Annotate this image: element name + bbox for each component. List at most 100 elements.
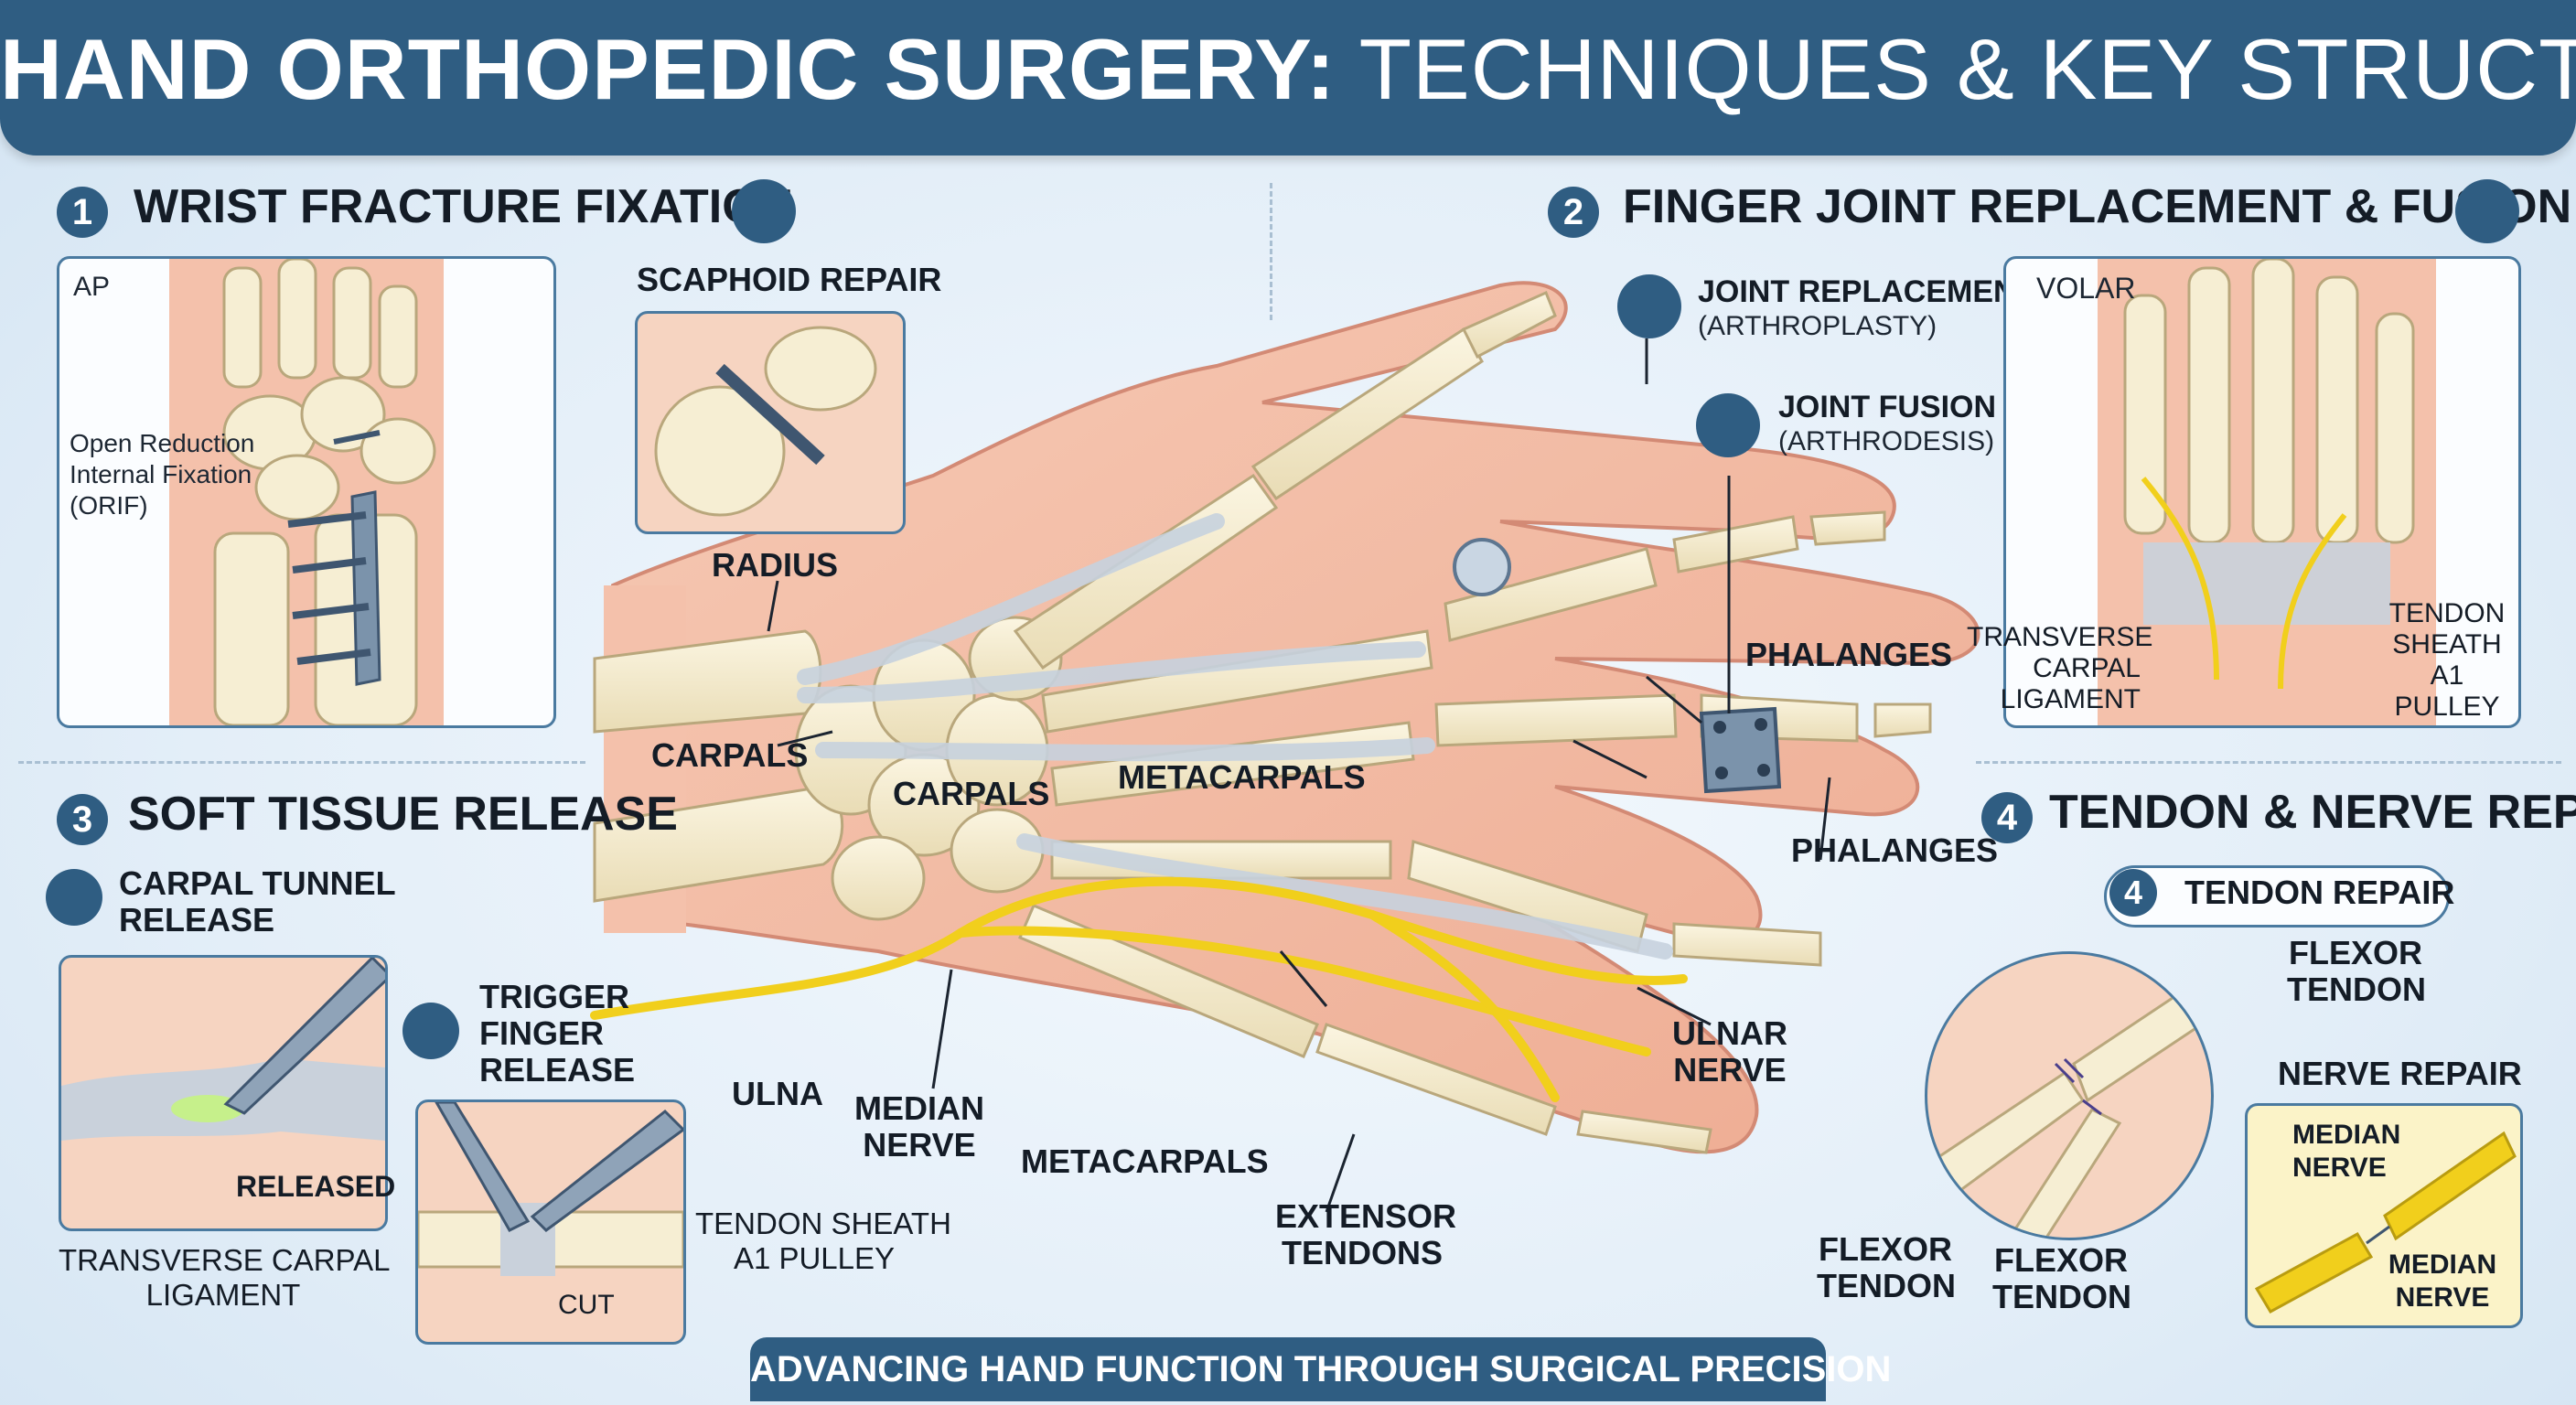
- scalpel-icon: [46, 869, 102, 926]
- arthroplasty-label: (ARTHROPLASTY): [1698, 311, 1937, 341]
- ctr-line-2: RELEASE: [119, 901, 275, 938]
- section-3-title: SOFT TISSUE RELEASE: [128, 788, 678, 841]
- volar-panel: [2003, 256, 2521, 728]
- carpal-tunnel-inset: [59, 955, 393, 1231]
- ap-view-label: AP: [73, 272, 111, 302]
- section-3-number: 3: [57, 794, 108, 845]
- ulnar-nerve-label-1: ULNAR: [1672, 1014, 1787, 1052]
- ulna-label: ULNA: [732, 1075, 823, 1112]
- volar-tcl-line-1: TRANSVERSE: [1967, 622, 2153, 652]
- scaphoid-inset: [635, 311, 906, 534]
- arthrodesis-label: (ARTHRODESIS): [1778, 426, 1995, 456]
- footer-banner: ADVANCING HAND FUNCTION THROUGH SURGICAL…: [750, 1337, 1891, 1401]
- joint-replacement-label: JOINT REPLACEMENT: [1698, 274, 2035, 309]
- scalpel-icon-2: [402, 1003, 459, 1059]
- fusion-screws: [1713, 718, 1770, 779]
- extensor-label-1: EXTENSOR: [1275, 1197, 1457, 1235]
- released-label: RELEASED: [236, 1170, 396, 1203]
- orif-line-2: Internal Fixation: [70, 460, 252, 488]
- trigger-line-3: RELEASE: [479, 1051, 636, 1089]
- phalanges-mid-label: PHALANGES: [1791, 831, 1999, 869]
- volar-sheath-line-1: TENDON: [2388, 598, 2506, 628]
- volar-sheath-line-3: A1: [2430, 660, 2464, 691]
- tcl-line-2: LIGAMENT: [145, 1278, 301, 1312]
- flexor-bl-line-2: TENDON: [1817, 1267, 1956, 1304]
- section-1-number: 1: [57, 187, 108, 238]
- nerve-repair-drawing: [2254, 1131, 2517, 1314]
- extensor-label-2: TENDONS: [1281, 1234, 1443, 1271]
- divider-top: [1270, 183, 1272, 320]
- phalanges-top-label: PHALANGES: [1745, 636, 1953, 673]
- trigger-sheath-line-1: TENDON SHEATH: [695, 1207, 951, 1240]
- nerves: [590, 876, 1688, 1102]
- title-bold: HAND ORTHOPEDIC SURGERY:: [0, 21, 1336, 117]
- section-1-title: WRIST FRACTURE FIXATION: [134, 180, 794, 233]
- divider-left: [18, 761, 585, 764]
- volar-tcl-line-2: CARPAL: [2033, 653, 2141, 683]
- tendon-repair-number: 4: [2109, 869, 2157, 917]
- volar-tcl-line-3: LIGAMENT: [2000, 684, 2141, 714]
- tcl-line-1: TRANSVERSE CARPAL: [59, 1243, 391, 1277]
- fusion-plate: [1699, 706, 1782, 794]
- trigger-finger-drawing: [416, 1100, 686, 1276]
- metacarpals-top-label: METACARPALS: [1118, 758, 1366, 796]
- joint-icon: [2455, 179, 2519, 243]
- page-title: HAND ORTHOPEDIC SURGERY: TECHNIQUES & KE…: [0, 20, 2576, 119]
- flexor-bm-line-2: TENDON: [1992, 1278, 2131, 1315]
- median-bot-line-1: MEDIAN: [2388, 1249, 2497, 1280]
- title-banner: [0, 0, 2576, 156]
- section-4-title: TENDON & NERVE REPAIR: [2049, 786, 2576, 839]
- orif-line-3: (ORIF): [70, 491, 148, 520]
- leader-lines: [767, 338, 1831, 1213]
- trigger-finger-inset: [415, 1099, 686, 1345]
- tendon-repair-drawing: [1927, 971, 2211, 1238]
- tendon-repair-pill-label: TENDON REPAIR: [2184, 874, 2455, 911]
- tendon-repair-circle: [1925, 951, 2214, 1240]
- nerve-repair-label: NERVE REPAIR: [2278, 1055, 2522, 1092]
- carpals-mid-label: CARPALS: [893, 775, 1050, 812]
- flexor-bl-line-1: FLEXOR: [1818, 1230, 1952, 1268]
- section-2-number: 2: [1548, 187, 1599, 238]
- ap-xray-panel: [57, 256, 556, 728]
- median-top-line-1: MEDIAN: [2292, 1120, 2401, 1150]
- trigger-sheath-line-2: A1 PULLEY: [733, 1241, 896, 1275]
- median-bot-line-2: NERVE: [2395, 1282, 2490, 1313]
- joint-replacement-icon: [1617, 274, 1681, 338]
- volar-sheath-line-4: PULLEY: [2394, 692, 2500, 722]
- title-light: TECHNIQUES & KEY STRUCTURES: [1358, 21, 2576, 117]
- phalanx-bones: [1250, 290, 1932, 1154]
- joint-fusion-icon: [1696, 393, 1760, 457]
- median-nerve-label-2: NERVE: [863, 1126, 976, 1164]
- carpal-tunnel-drawing: [61, 955, 393, 1141]
- volar-drawing: [2098, 257, 2436, 725]
- trigger-line-1: TRIGGER: [479, 978, 630, 1015]
- ulnar-nerve-label-2: NERVE: [1673, 1051, 1787, 1089]
- arthroplasty-implant: [1453, 538, 1511, 596]
- tendon-repair-pill: [2104, 865, 2450, 928]
- scaphoid-drawing: [654, 326, 877, 517]
- volar-sheath-line-2: SHEATH: [2392, 629, 2502, 660]
- median-nerve-label-1: MEDIAN: [854, 1089, 984, 1127]
- carpals-left-label: CARPALS: [651, 736, 809, 774]
- ap-xray-drawing: [169, 257, 444, 727]
- section-4-number: 4: [1981, 792, 2033, 843]
- ctr-line-1: CARPAL TUNNEL: [119, 864, 396, 902]
- nerve-repair-inset: [2245, 1103, 2523, 1328]
- flexor-bm-line-1: FLEXOR: [1993, 1241, 2128, 1279]
- tendons: [797, 513, 1673, 960]
- volar-view-label: VOLAR: [2036, 272, 2136, 305]
- section-2-title: FINGER JOINT REPLACEMENT & FUSION: [1623, 180, 2572, 233]
- flexor-top-line-1: FLEXOR: [2288, 934, 2422, 971]
- flexor-top-line-2: TENDON: [2287, 971, 2426, 1008]
- trigger-line-2: FINGER: [479, 1014, 605, 1052]
- joint-fusion-label: JOINT FUSION: [1778, 390, 1997, 424]
- scaphoid-repair-label: SCAPHOID REPAIR: [637, 261, 942, 298]
- cut-label: CUT: [558, 1290, 615, 1320]
- orif-line-1: Open Reduction: [70, 429, 255, 457]
- bone-screw-icon: [732, 179, 796, 243]
- radius-label: RADIUS: [712, 546, 839, 584]
- metacarpals-bottom-label: METACARPALS: [1021, 1142, 1269, 1180]
- median-top-line-2: NERVE: [2292, 1153, 2387, 1183]
